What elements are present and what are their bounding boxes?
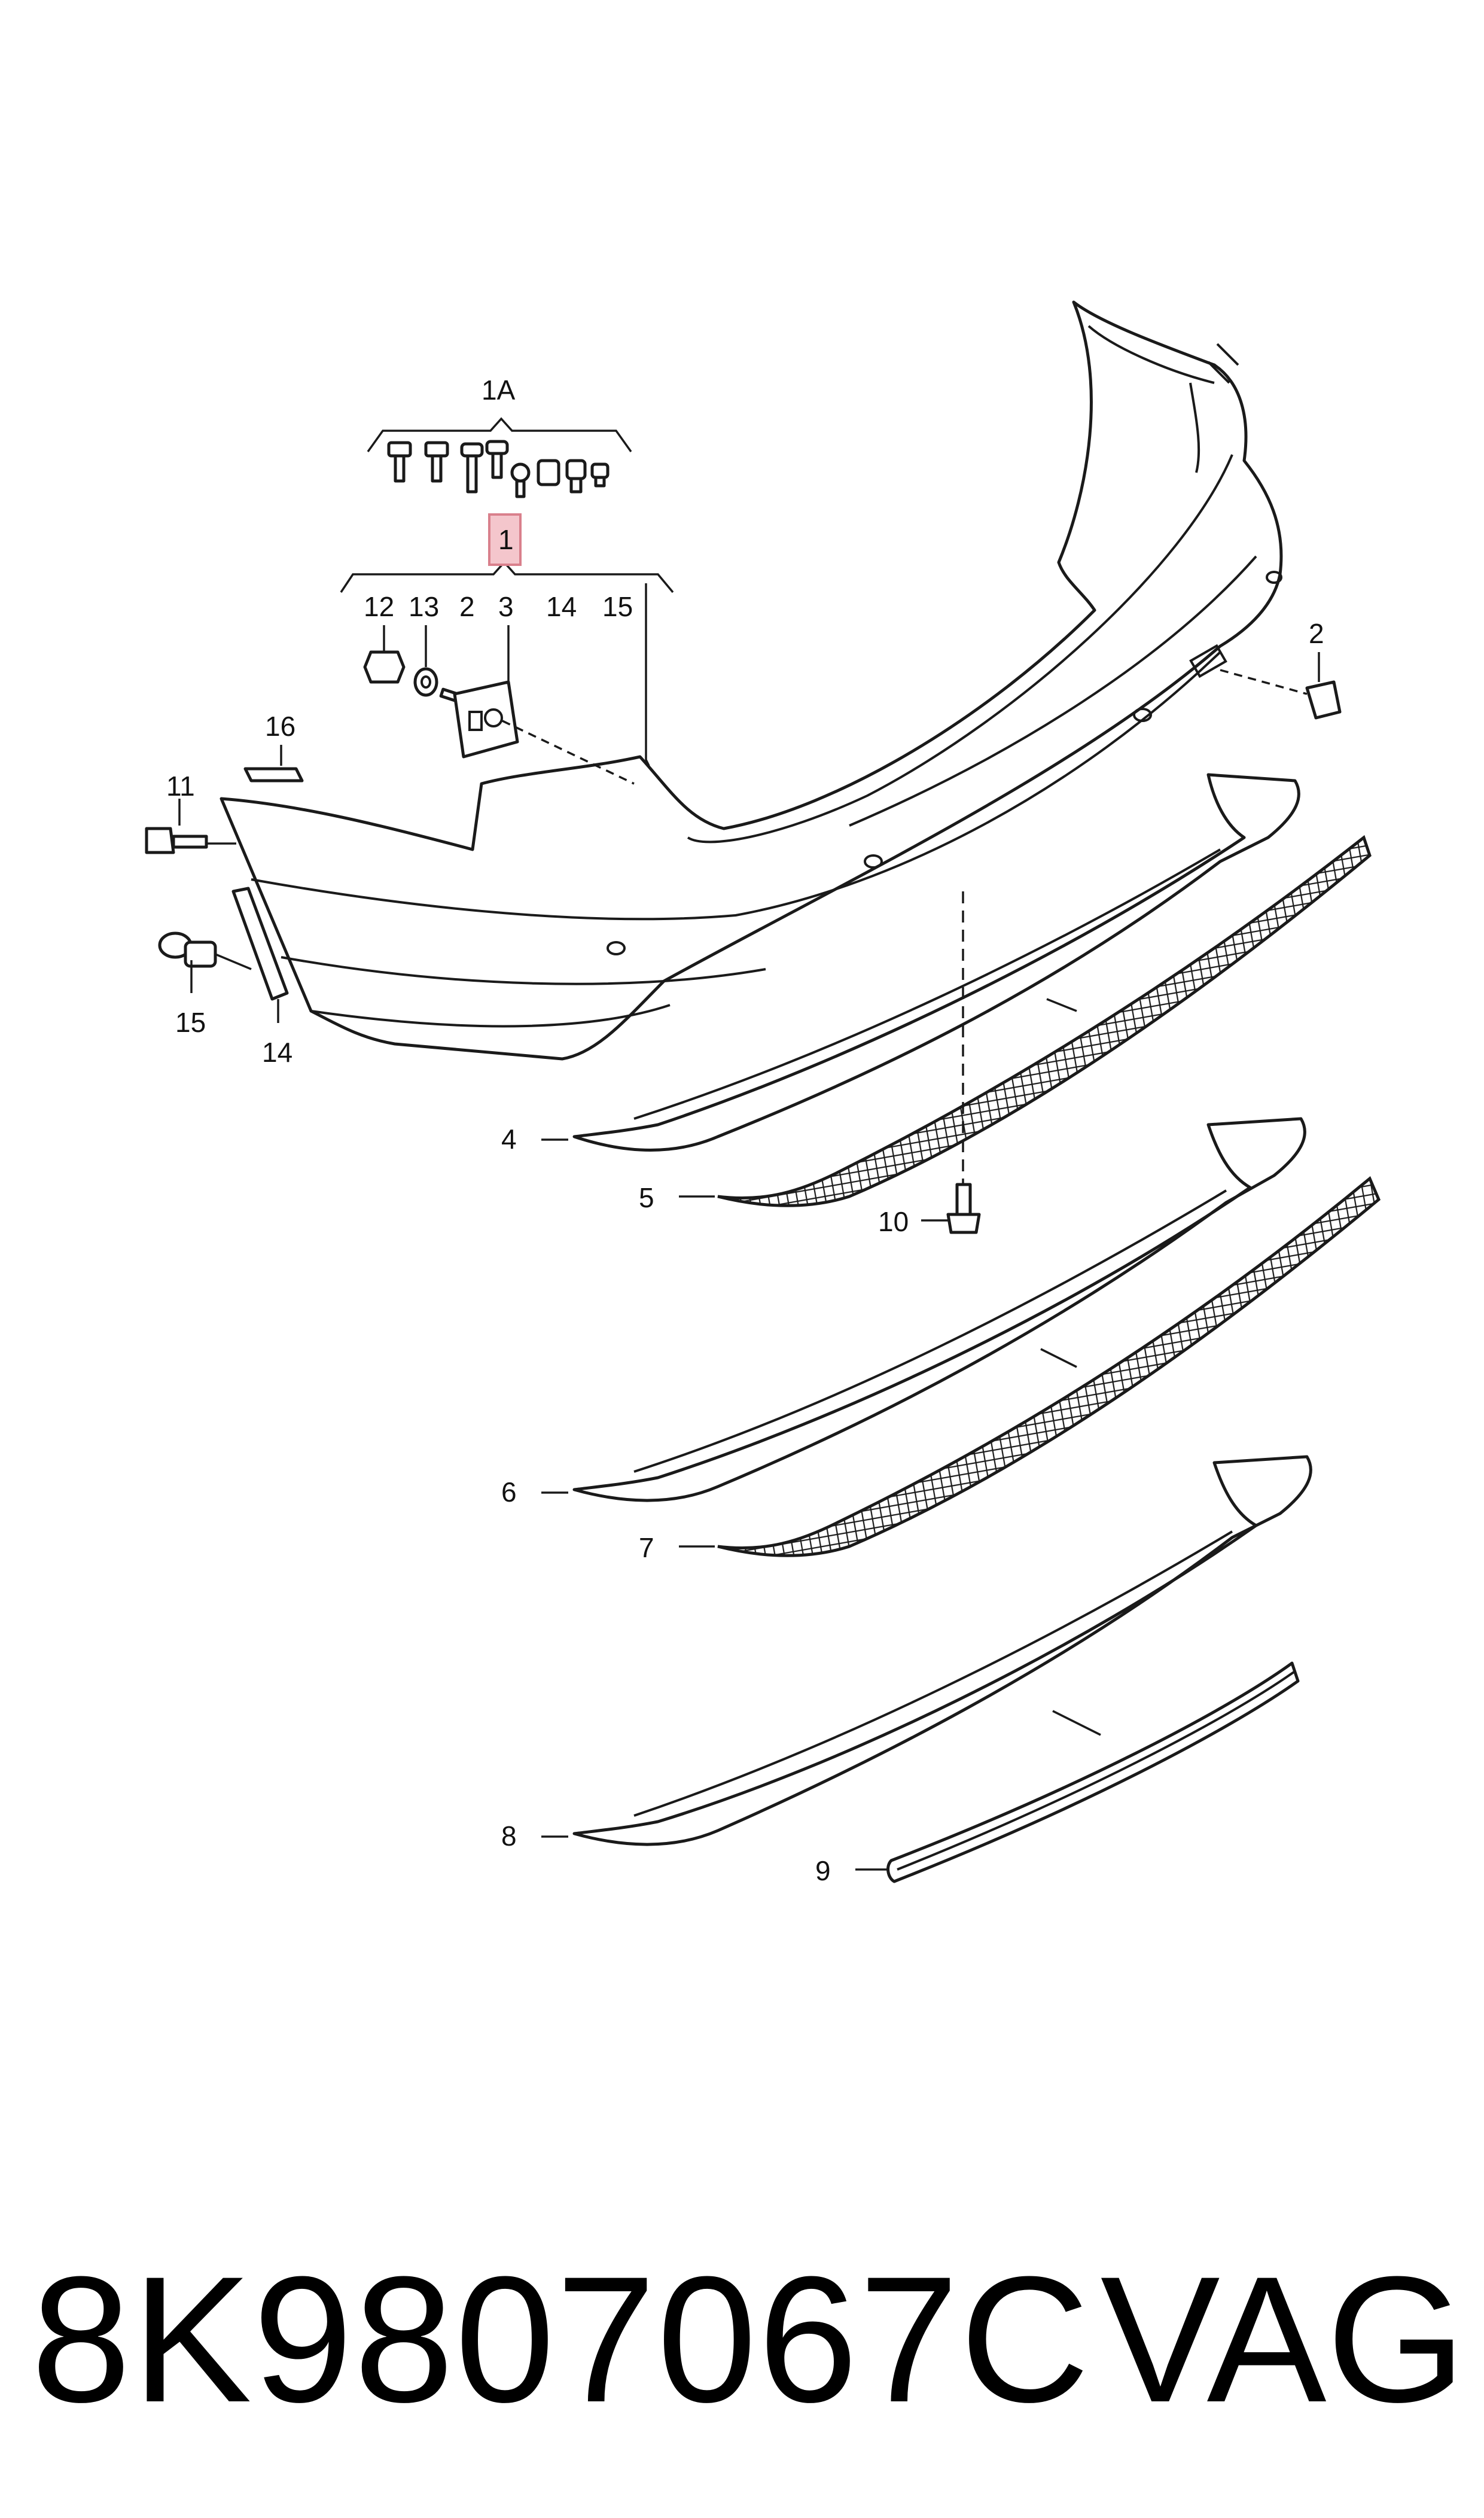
screw-icon bbox=[145, 827, 208, 854]
screw-icon bbox=[460, 442, 484, 494]
clip-icon bbox=[537, 459, 560, 486]
callout-12: 12 bbox=[364, 591, 394, 622]
nut-icon bbox=[363, 650, 406, 684]
diffuser-mesh-5 bbox=[717, 835, 1372, 1207]
footer: 8K9807067C VAG bbox=[0, 2225, 1484, 2453]
rivet-icon bbox=[510, 462, 531, 498]
part-1-bracket bbox=[340, 561, 674, 593]
callout-6: 6 bbox=[501, 1476, 517, 1508]
brand-name: VAG bbox=[1100, 2239, 1466, 2440]
callout-2: 2 bbox=[459, 591, 475, 622]
tow-eye-cover bbox=[1305, 680, 1342, 720]
callout-15: 15 bbox=[602, 591, 633, 622]
callout-1: 1 bbox=[498, 524, 514, 555]
screw-icon bbox=[387, 441, 412, 483]
callout-10: 10 bbox=[878, 1206, 909, 1237]
callout-3: 3 bbox=[498, 591, 514, 622]
callout-8: 8 bbox=[501, 1820, 517, 1852]
diffuser-8 bbox=[572, 1455, 1312, 1846]
clip-icon bbox=[565, 459, 587, 494]
callout-14: 14 bbox=[546, 591, 577, 622]
screw-icon bbox=[485, 440, 509, 479]
fastener-kit bbox=[387, 440, 610, 498]
callout-7: 7 bbox=[639, 1532, 654, 1563]
kit-bracket bbox=[367, 417, 632, 453]
part-1-highlight bbox=[488, 513, 522, 566]
callout-labels: 1A 1 12 13 2 3 14 15 16 11 15 14 2 4 5 1… bbox=[166, 374, 1324, 1886]
bolt-icon bbox=[946, 1183, 981, 1234]
callout-2-right: 2 bbox=[1309, 618, 1324, 649]
part-number: 8K9807067C bbox=[31, 2239, 1091, 2440]
callout-13: 13 bbox=[409, 591, 439, 622]
trim-strip-9 bbox=[886, 1661, 1300, 1883]
clip-icon bbox=[590, 462, 610, 488]
screw-icon bbox=[424, 441, 449, 483]
side-trim-strip bbox=[231, 887, 289, 1001]
callout-15-lower: 15 bbox=[175, 1007, 206, 1038]
diffuser-4 bbox=[572, 773, 1300, 1152]
label-plate bbox=[243, 767, 304, 783]
bumper-cover bbox=[220, 300, 1283, 1061]
callout-14-lower: 14 bbox=[262, 1037, 292, 1068]
diffuser-mesh-7 bbox=[717, 1176, 1381, 1557]
callout-9: 9 bbox=[815, 1855, 831, 1886]
callout-4: 4 bbox=[501, 1123, 517, 1155]
callout-5: 5 bbox=[639, 1182, 654, 1213]
callout-11: 11 bbox=[166, 771, 195, 802]
clip-icon bbox=[158, 931, 217, 968]
callout-16: 16 bbox=[265, 711, 295, 742]
diffuser-6 bbox=[572, 1117, 1306, 1502]
callout-1A: 1A bbox=[482, 374, 516, 406]
washer-icon bbox=[413, 667, 438, 697]
mounting-bracket bbox=[453, 680, 519, 759]
